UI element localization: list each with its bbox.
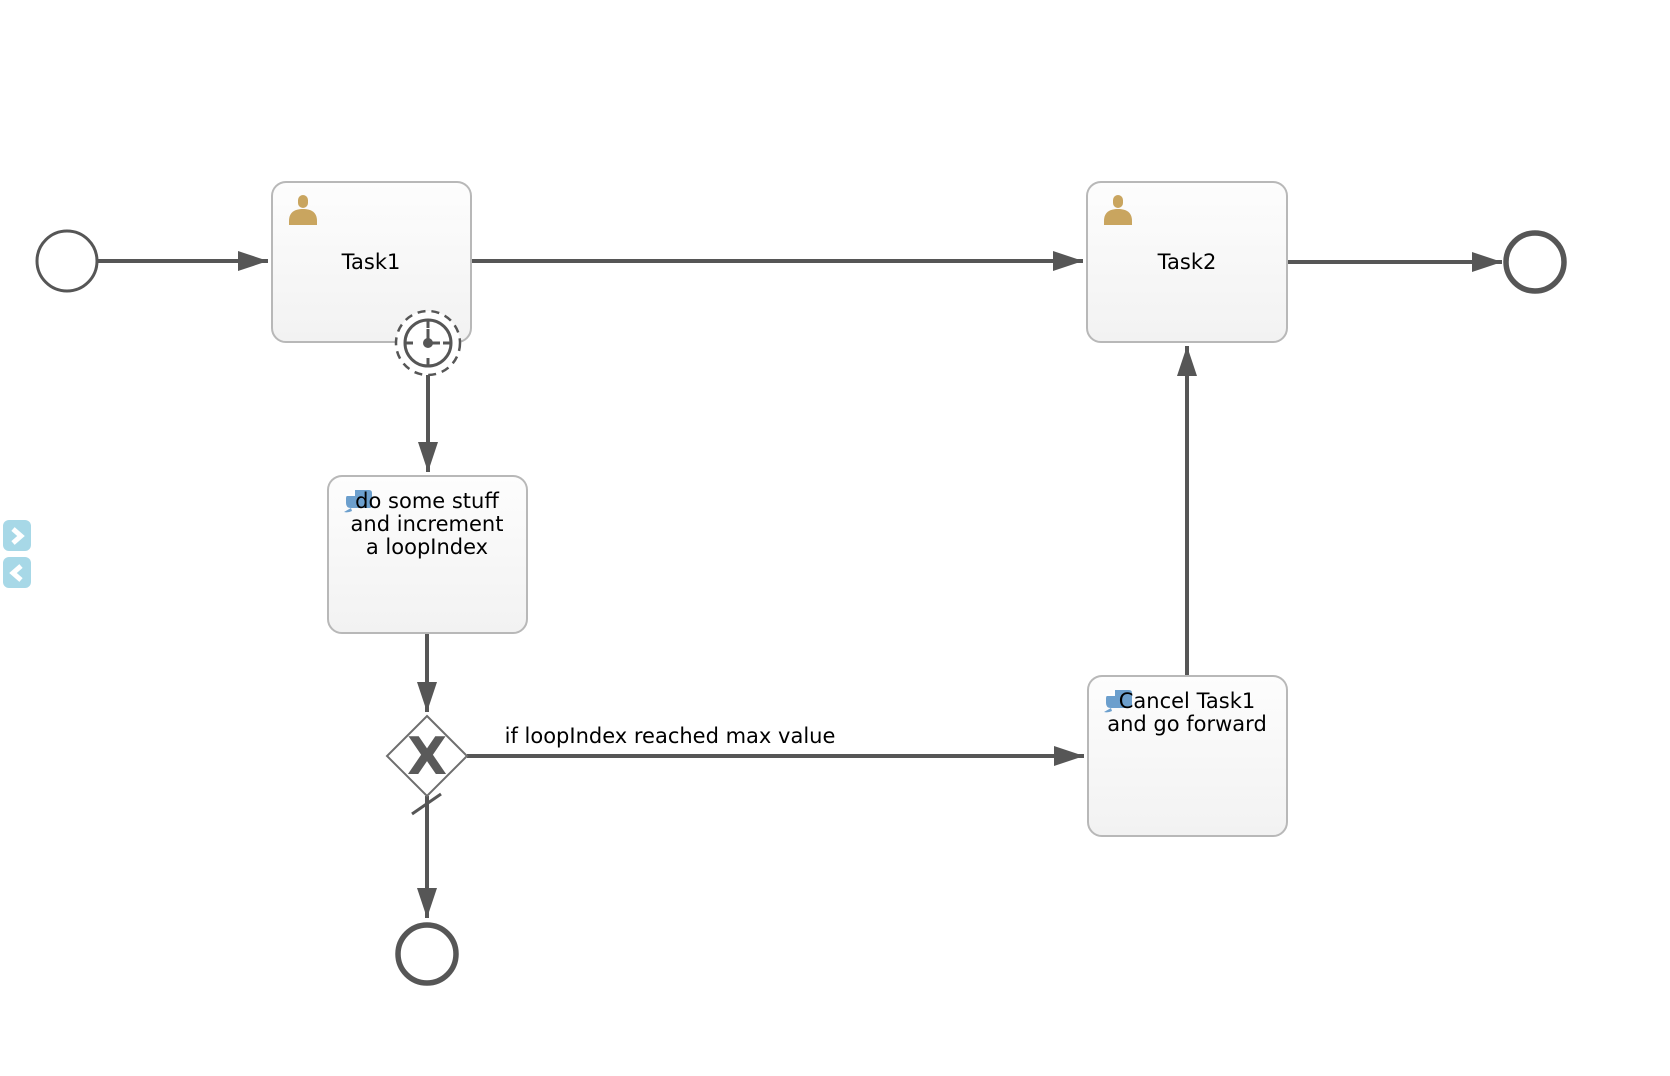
palette-expand-button[interactable] xyxy=(3,520,31,551)
script-task-increment-label-line1: do some stuff xyxy=(355,489,499,513)
timer-boundary-event[interactable] xyxy=(394,309,462,377)
chevron-left-icon xyxy=(9,563,23,582)
script-task-cancel-shape xyxy=(1087,675,1288,837)
task1-user-task[interactable]: Task1 xyxy=(271,181,472,343)
timer-center-dot xyxy=(423,338,433,348)
exclusive-gateway-shape xyxy=(385,714,469,798)
palette-collapse-button[interactable] xyxy=(3,557,31,588)
task1-label: Task1 xyxy=(341,250,401,274)
task1-shape xyxy=(271,181,472,343)
script-task-increment-shape xyxy=(327,475,528,634)
script-task-cancel[interactable]: Cancel Task1 and go forward xyxy=(1087,675,1288,837)
chevron-right-icon xyxy=(11,526,25,545)
script-task-increment[interactable]: do some stuff and increment a loopIndex xyxy=(327,475,528,634)
task2-user-task[interactable]: Task2 xyxy=(1086,181,1288,343)
task2-shape xyxy=(1086,181,1288,343)
end-event-loop[interactable] xyxy=(395,922,459,986)
start-event[interactable] xyxy=(35,229,99,293)
start-event-circle xyxy=(35,229,99,293)
flow-condition-label[interactable]: if loopIndex reached max value xyxy=(505,724,836,748)
end-event-loop-circle xyxy=(395,922,459,986)
default-flow-marker xyxy=(411,792,442,816)
script-icon xyxy=(344,490,372,513)
script-task-increment-label-line3: a loopIndex xyxy=(366,535,488,559)
script-task-cancel-label-line2: and go forward xyxy=(1107,712,1267,736)
script-task-increment-label-line2: and increment xyxy=(351,512,504,536)
end-event-main[interactable] xyxy=(1503,230,1567,294)
exclusive-gateway-marker: X xyxy=(407,727,447,787)
script-task-cancel-label-line1: Cancel Task1 xyxy=(1119,689,1256,713)
exclusive-gateway[interactable]: X xyxy=(385,714,469,798)
user-icon xyxy=(1104,195,1132,225)
end-event-main-circle xyxy=(1503,230,1567,294)
task2-label: Task2 xyxy=(1157,250,1217,274)
script-icon xyxy=(1104,690,1132,713)
user-icon xyxy=(289,195,317,225)
